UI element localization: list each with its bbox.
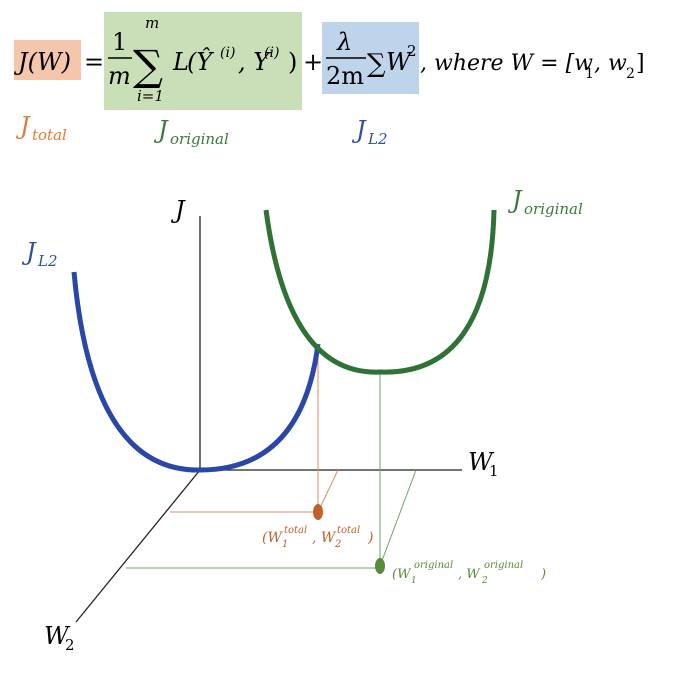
total-point-w1-sup: total <box>284 525 307 536</box>
label-j-total: J <box>15 112 31 140</box>
total-point-mid: , W <box>312 530 337 546</box>
curve-label-original-sub: original <box>524 200 583 218</box>
original-point-w2-sup: original <box>484 560 523 571</box>
original-point-w1-sub: 1 <box>411 576 417 586</box>
total-point-w1-sub: 1 <box>282 539 288 550</box>
original-projection-lines <box>126 372 417 569</box>
term-labels: J total J original J L2 <box>15 112 388 148</box>
label-j-original-sub: original <box>170 130 229 148</box>
curve-label-original: J <box>507 186 523 214</box>
j-total-highlight <box>14 40 81 80</box>
w1-axis-label: W <box>468 448 495 476</box>
equation: J(W) = 1 m m ∑ i=1 L (Ŷ (i) , Y (i) ) + … <box>13 14 645 105</box>
total-point-w2-sup: total <box>337 525 360 536</box>
curve-label-l2: J <box>21 238 37 266</box>
w2-axis <box>75 469 201 623</box>
j-l2-curve <box>71 271 321 473</box>
original-frac-num: 1 <box>112 28 127 56</box>
loss-args: (Ŷ <box>187 47 214 76</box>
w1-axis-label-sub: 1 <box>489 462 499 480</box>
loss-function: L <box>172 48 189 76</box>
original-sum-upper: m <box>145 14 159 32</box>
w2-axis-label-sub: 2 <box>65 636 75 654</box>
reg-frac-den: 2m <box>326 62 364 90</box>
j-axis-label: J <box>170 196 186 224</box>
equation-lhs: J(W) <box>13 48 71 76</box>
equation-equals: = <box>84 48 104 76</box>
total-projection-lines <box>170 346 339 513</box>
total-point-label: (W 1 total , W 2 total ) <box>262 525 373 550</box>
equation-end: ] <box>636 51 645 76</box>
label-j-l2: J <box>351 116 367 144</box>
equation-w2-sub: 2 <box>626 66 635 82</box>
j-original-curve <box>263 209 497 375</box>
j-original-highlight <box>104 12 302 110</box>
original-point-open: (W <box>392 567 412 582</box>
total-point-w2-sub: 2 <box>334 539 341 550</box>
total-minimum-point <box>313 504 323 520</box>
reg-frac-num: λ <box>336 28 352 56</box>
total-point-close: ) <box>367 530 373 546</box>
loss-sup-2: (i) <box>264 45 279 61</box>
reg-w: W <box>386 48 413 76</box>
equation-plus: + <box>303 48 323 76</box>
label-j-original: J <box>153 116 169 144</box>
original-point-close: ) <box>540 567 546 582</box>
original-point-w1-sup: original <box>414 560 453 571</box>
original-minimum-point <box>375 558 385 574</box>
label-j-total-sub: total <box>32 126 67 144</box>
reg-sum-sign: ∑ <box>367 49 386 79</box>
equation-sep: , w <box>594 51 627 76</box>
loss-close: ) <box>288 48 297 76</box>
reg-sq: 2 <box>407 42 417 60</box>
loss-sup-1: (i) <box>220 45 235 61</box>
equation-w1-sub: 1 <box>585 66 594 82</box>
original-sum-sign: ∑ <box>133 41 163 90</box>
w2-axis-label: W <box>44 622 71 650</box>
curve-label-l2-sub: L2 <box>37 252 58 270</box>
original-point-w2-sub: 2 <box>481 576 488 586</box>
label-j-l2-sub: L2 <box>367 130 388 148</box>
loss-comma-y: , Y <box>238 48 271 76</box>
original-point-label: (W 1 original , W 2 original ) <box>392 560 546 586</box>
original-sum-lower: i=1 <box>137 87 164 105</box>
total-point-open: (W <box>262 530 283 546</box>
original-point-mid: , W <box>458 567 481 582</box>
original-frac-den: m <box>108 62 131 90</box>
equation-where: , where W = [w <box>420 51 593 76</box>
